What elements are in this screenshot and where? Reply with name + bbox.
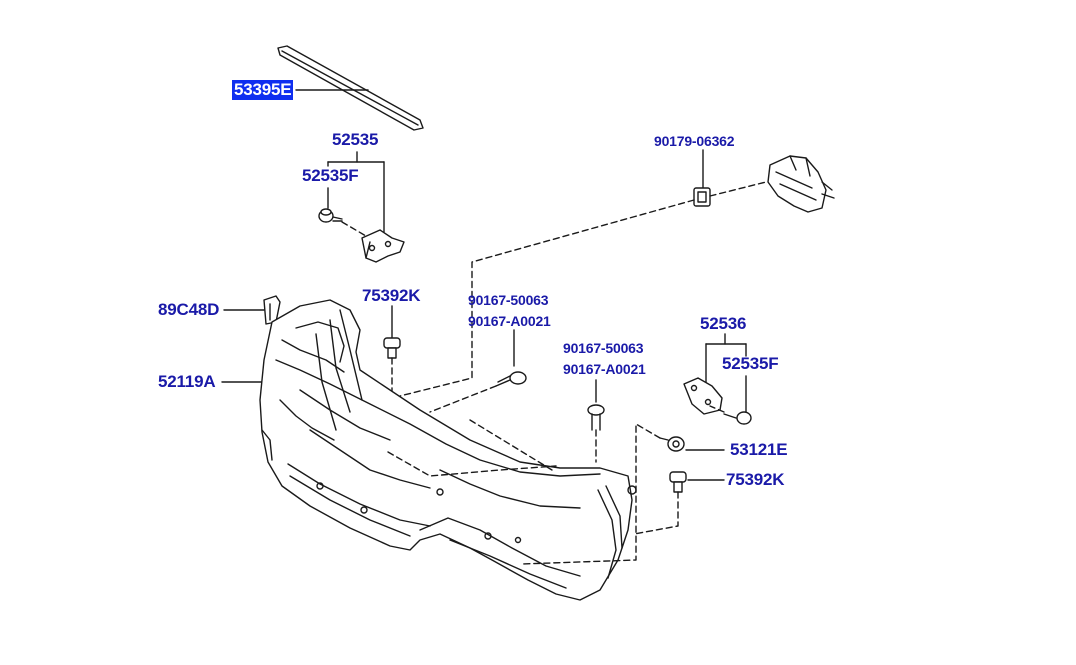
retainer-53121E-part[interactable]	[659, 436, 685, 452]
clip-75392K-bottom-part[interactable]	[669, 471, 687, 493]
label-53395E[interactable]: 53395E	[232, 80, 294, 100]
leader-52536	[705, 333, 747, 413]
dash-clip-75392K-bottom	[633, 491, 679, 535]
label-90167-50063-a[interactable]: 90167-50063	[468, 292, 549, 308]
screw-90167-a-part[interactable]	[495, 371, 527, 387]
label-75392K-bottom[interactable]: 75392K	[726, 470, 785, 489]
label-53121E[interactable]: 53121E	[730, 440, 788, 459]
label-90179-06362[interactable]: 90179-06362	[654, 133, 735, 149]
dash-sensor-to-bumper	[399, 199, 695, 397]
bumper-cover-part[interactable]	[259, 299, 637, 601]
label-90167-50063-b[interactable]: 90167-50063	[563, 340, 644, 356]
bracket-52535-part[interactable]	[361, 229, 405, 263]
bracket-89C48D-part[interactable]	[263, 295, 281, 325]
leader-52535	[327, 151, 385, 233]
bolt-52535F-top[interactable]	[318, 208, 343, 223]
dash-retainer-53121E	[521, 423, 661, 565]
bolt-52535F-right-part[interactable]	[723, 411, 752, 425]
dash-screw-a	[429, 385, 497, 413]
label-90167-A0021-a[interactable]: 90167-A0021	[468, 313, 551, 329]
label-52535-top[interactable]: 52535	[332, 130, 379, 149]
bracket-52536-part[interactable]	[683, 377, 723, 415]
label-75392K-top[interactable]: 75392K	[362, 286, 421, 305]
sensor-bracket-part[interactable]	[767, 155, 835, 213]
label-52535F-right[interactable]: 52535F	[722, 354, 779, 373]
label-52535F-top[interactable]: 52535F	[302, 166, 359, 185]
label-52536[interactable]: 52536	[700, 314, 747, 333]
label-90167-A0021-b[interactable]: 90167-A0021	[563, 361, 646, 377]
label-52119A[interactable]: 52119A	[158, 372, 216, 391]
dash-bolt-to-bracket	[341, 221, 367, 237]
dash-center-1	[469, 419, 553, 471]
dash-clip-to-sensor	[709, 181, 767, 197]
dash-bolt-52535F-right	[709, 405, 725, 413]
clip-90179-part[interactable]	[693, 187, 711, 207]
moulding-strip-part[interactable]	[277, 45, 424, 131]
dash-center-2	[387, 451, 557, 477]
clip-75392K-top-part[interactable]	[383, 337, 401, 359]
label-89C48D[interactable]: 89C48D	[158, 300, 220, 319]
screw-90167-b-part[interactable]	[587, 404, 605, 431]
